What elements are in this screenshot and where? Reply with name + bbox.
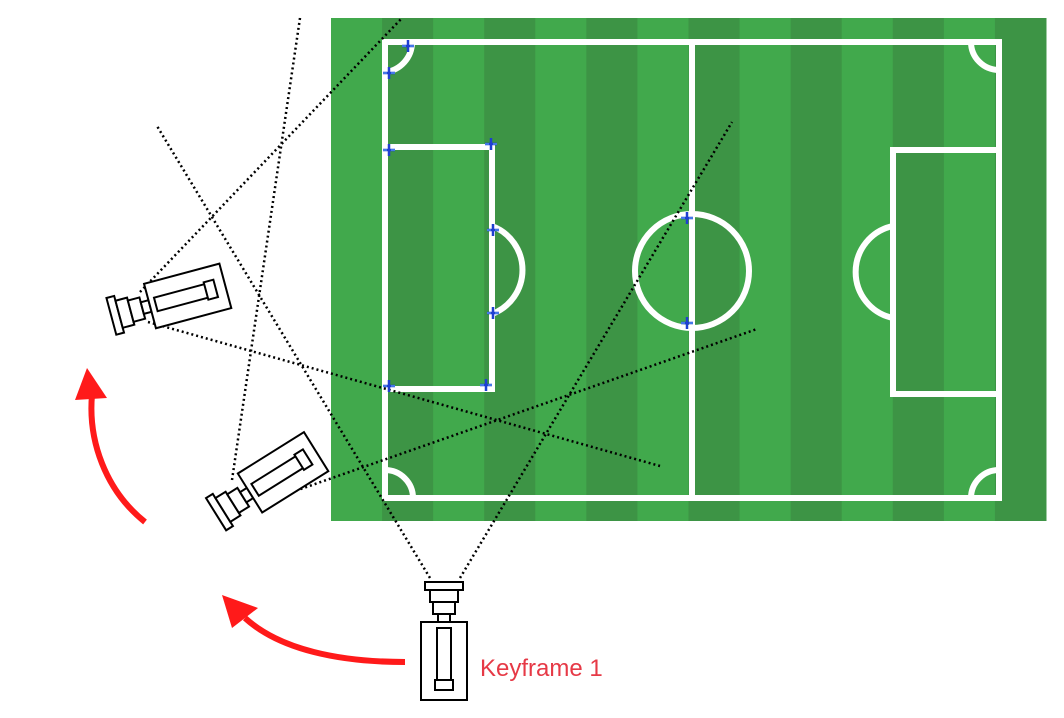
- corner-arc-top-right: [968, 41, 1000, 73]
- center-circle: [632, 211, 752, 331]
- sight-line-camera-2-a: [230, 17, 302, 481]
- pitch-stripe: [994, 18, 1047, 521]
- sight-line-camera-3-a: [139, 17, 403, 293]
- pitch-stripe: [382, 18, 434, 521]
- left-penalty-box: [382, 144, 495, 392]
- keyframe-label: Keyframe 1: [480, 655, 603, 682]
- corner-arc-bottom-right: [968, 467, 1000, 499]
- corner-arc-bottom-left: [384, 467, 416, 499]
- pitch-stripe: [790, 18, 843, 521]
- right-penalty-box: [890, 147, 1002, 397]
- pitch-stripe: [637, 18, 689, 521]
- sight-line-camera-3-b: [147, 320, 661, 468]
- left-penalty-arc: [490, 223, 526, 317]
- pitch-stripe: [892, 18, 945, 521]
- pitch-stripe: [331, 18, 383, 521]
- pitch-stripe: [433, 18, 485, 521]
- pitch-stripe: [943, 18, 996, 521]
- camera-2: [202, 431, 330, 535]
- right-penalty-arc: [852, 223, 894, 321]
- arrow-head: [222, 595, 258, 628]
- curved-arrow-icon: [88, 394, 147, 525]
- curved-arrow-icon: [242, 615, 406, 665]
- camera-1-keyframe: [420, 581, 468, 701]
- sight-line-camera-2-b: [257, 327, 758, 506]
- sight-line-camera-1-a: [155, 125, 432, 579]
- sight-line-camera-1-b: [458, 121, 734, 579]
- arrow-head: [75, 368, 107, 400]
- camera-motion-arrows: [75, 368, 406, 665]
- pitch-stripe: [586, 18, 638, 521]
- camera-icon: [420, 581, 468, 701]
- pitch-stripe: [688, 18, 741, 521]
- football-pitch: [331, 18, 1047, 521]
- pitch-stripes: [331, 18, 1047, 521]
- pitch-markings: [382, 39, 1002, 501]
- pitch-stripe: [535, 18, 587, 521]
- pitch-stripe: [841, 18, 894, 521]
- camera-icon: [202, 431, 330, 535]
- sight-lines: [139, 17, 758, 579]
